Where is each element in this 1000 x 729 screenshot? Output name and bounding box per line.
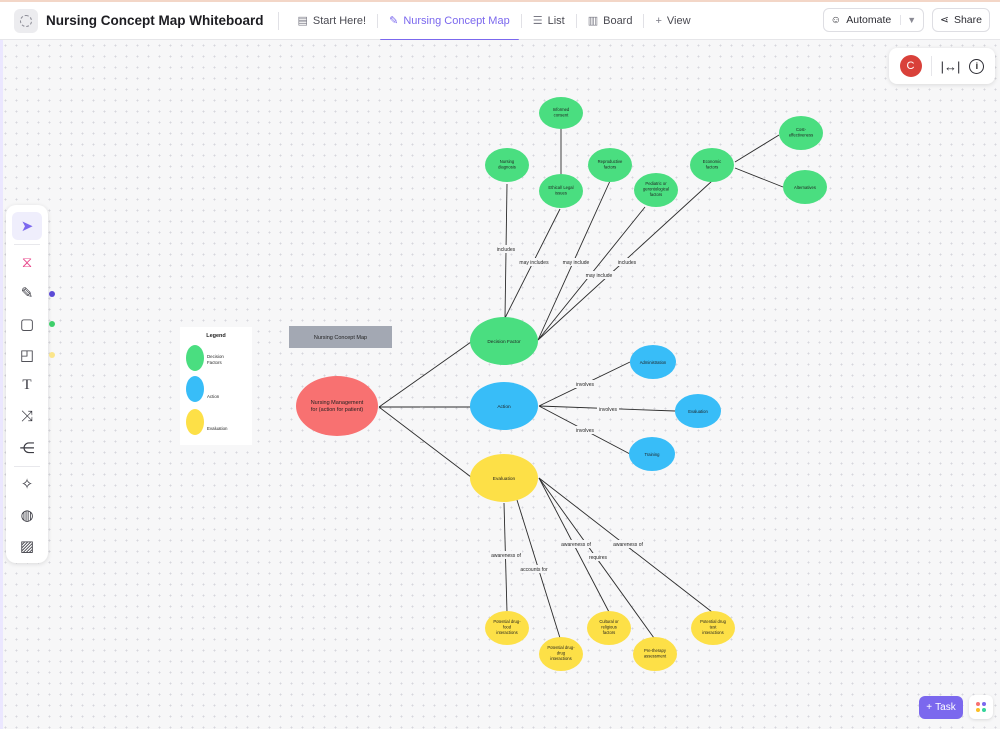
tab-label: Start Here!: [312, 14, 367, 27]
automate-label: Automate: [846, 14, 892, 26]
divider: [643, 13, 645, 28]
apps-icon: [976, 702, 986, 712]
task-label: Task: [935, 702, 956, 713]
plus-icon: +: [655, 14, 662, 27]
clickup-tool[interactable]: ⧖: [12, 249, 42, 277]
divider: [520, 13, 522, 28]
space-icon[interactable]: [14, 8, 38, 33]
pen-icon: ✎: [20, 285, 34, 303]
tab-add-view[interactable]: + View: [646, 2, 699, 40]
tab-list[interactable]: ☰ List: [524, 2, 574, 40]
list-icon: ☰: [532, 15, 543, 27]
text-tool[interactable]: T: [12, 372, 42, 400]
connector-tool[interactable]: ⤨: [12, 403, 42, 431]
embed-tool[interactable]: ◍: [12, 501, 42, 529]
tab-label: Board: [603, 14, 633, 27]
share-icon: ⋖: [940, 14, 949, 26]
avatar[interactable]: C: [899, 55, 922, 77]
automate-button[interactable]: ☺ Automate ▼: [822, 8, 925, 32]
mindmap-tool[interactable]: ⋲: [12, 434, 42, 462]
image-icon: ▨: [19, 538, 35, 556]
clickup-logo-icon: ⧖: [21, 254, 33, 272]
plus-icon: +: [926, 702, 933, 713]
board-icon: ▥: [587, 15, 599, 27]
color-dot: [49, 321, 55, 328]
whiteboard-icon: ✎: [389, 15, 399, 27]
sparkle-icon: ✧: [20, 476, 34, 494]
tab-label: Nursing Concept Map: [403, 14, 510, 27]
cursor-icon: ➤: [20, 217, 34, 235]
ai-tool[interactable]: ✧: [12, 471, 42, 499]
shape-tool[interactable]: ▢: [12, 310, 55, 338]
connector-icon: ⤨: [20, 408, 33, 426]
text-icon: T: [22, 377, 32, 394]
fit-width-icon[interactable]: |↔|: [940, 58, 961, 74]
robot-icon: ☺: [830, 14, 842, 26]
apps-button[interactable]: [969, 695, 993, 719]
color-dot: [49, 290, 55, 297]
share-button[interactable]: ⋖ Share: [932, 8, 990, 32]
select-tool[interactable]: ➤: [12, 212, 42, 240]
share-label: Share: [953, 14, 982, 26]
divider: [277, 11, 279, 30]
sticky-note-icon: ◰: [19, 347, 35, 365]
globe-icon: ◍: [20, 507, 34, 525]
page-title: Nursing Concept Map Whiteboard: [46, 13, 264, 28]
divider: [930, 56, 932, 76]
divider: [14, 243, 40, 245]
tab-label: View: [666, 14, 691, 27]
color-dot: [49, 352, 55, 359]
chevron-down-icon[interactable]: ▼: [900, 15, 916, 25]
document-icon: ▤: [297, 15, 308, 27]
mindmap-icon: ⋲: [19, 439, 35, 457]
view-toolbar: C |↔| i: [889, 48, 995, 84]
square-icon: ▢: [19, 316, 35, 334]
canvas-edge: [0, 40, 3, 729]
image-tool[interactable]: ▨: [12, 532, 42, 560]
tab-board[interactable]: ▥ Board: [579, 2, 642, 40]
whiteboard-canvas[interactable]: [0, 40, 1000, 729]
tab-nursing-concept-map[interactable]: ✎ Nursing Concept Map: [380, 2, 519, 41]
sticky-note-tool[interactable]: ◰: [12, 341, 55, 369]
add-task-button[interactable]: + Task: [919, 696, 963, 719]
pen-tool[interactable]: ✎: [12, 280, 55, 308]
info-icon[interactable]: i: [969, 58, 985, 74]
top-bar: Nursing Concept Map Whiteboard ▤ Start H…: [0, 0, 1000, 41]
divider: [575, 13, 577, 28]
tab-start-here[interactable]: ▤ Start Here!: [289, 2, 376, 40]
whiteboard-toolbar: ➤ ⧖ ✎ ▢ ◰ T ⤨ ⋲ ✧ ◍ ▨: [6, 205, 55, 563]
divider: [377, 13, 379, 28]
divider: [14, 465, 40, 467]
tab-label: List: [547, 14, 565, 27]
